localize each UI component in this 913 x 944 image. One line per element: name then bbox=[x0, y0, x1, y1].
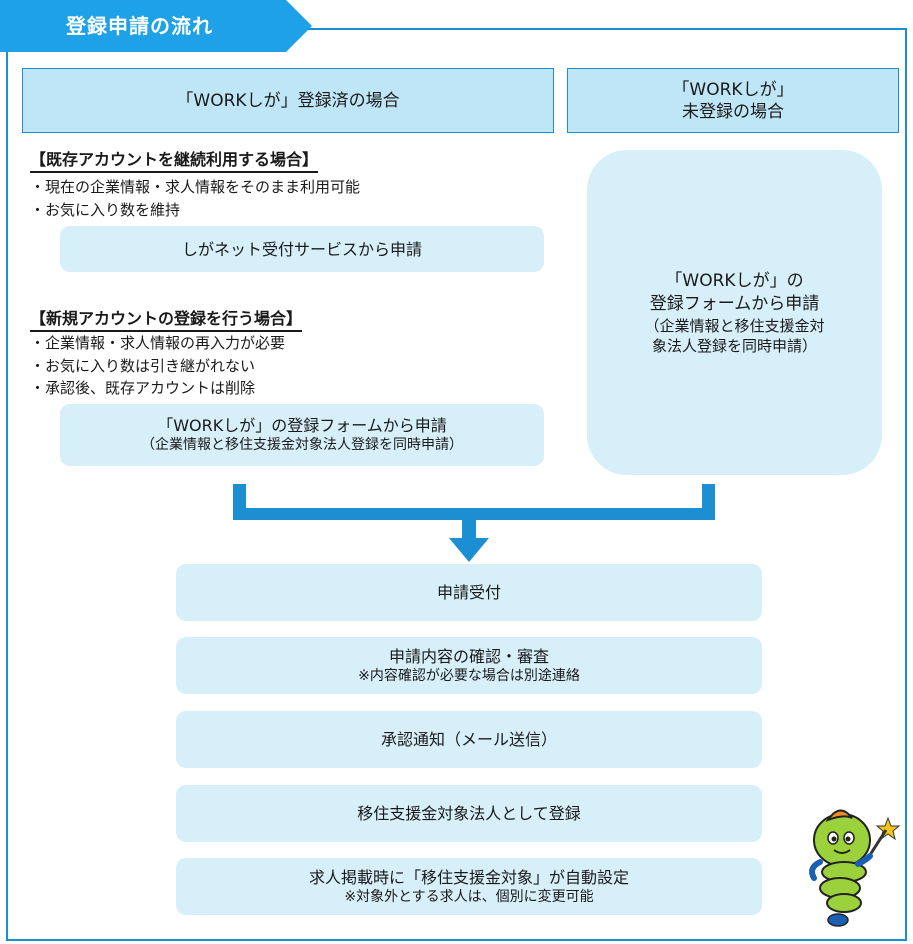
step-application-received: 申請受付 bbox=[176, 564, 762, 621]
unregistered-box-line3: （企業情報と移住支援金対 bbox=[644, 316, 825, 335]
new-account-bullet: ・承認後、既存アカウントは削除 bbox=[30, 379, 256, 397]
step-title: 求人掲載時に「移住支援金対象」が自動設定 bbox=[308, 867, 629, 887]
work-shiga-form-line2: （企業情報と移住支援金対象法人登録を同時申請） bbox=[141, 437, 463, 453]
down-arrow-icon bbox=[449, 538, 489, 562]
step-approval-notice: 承認通知（メール送信） bbox=[176, 711, 762, 768]
connector-down-stem bbox=[462, 508, 476, 540]
header-registered: 「WORKしが」登録済の場合 bbox=[22, 68, 554, 133]
diagram-frame bbox=[6, 28, 907, 941]
unregistered-box-line2: 登録フォームから申請 bbox=[649, 293, 820, 314]
new-account-title: 【新規アカウントの登録を行う場合】 bbox=[30, 309, 303, 332]
work-shiga-form-line1: 「WORKしが」の登録フォームから申請 bbox=[157, 416, 447, 435]
step-auto-setting: 求人掲載時に「移住支援金対象」が自動設定 ※対象外とする求人は、個別に変更可能 bbox=[176, 858, 762, 915]
existing-account-title: 【既存アカウントを継続利用する場合】 bbox=[30, 150, 319, 173]
step-title: 移住支援金対象法人として登録 bbox=[357, 804, 581, 823]
header-registered-label: 「WORKしが」登録済の場合 bbox=[176, 90, 400, 111]
unregistered-box-line4: 象法人登録を同時申請） bbox=[651, 336, 817, 355]
header-unregistered-line1: 「WORKしが」 bbox=[672, 79, 794, 100]
header-unregistered: 「WORKしが」 未登録の場合 bbox=[567, 68, 899, 133]
shiga-net-application-label: しがネット受付サービスから申請 bbox=[181, 239, 422, 259]
step-registration: 移住支援金対象法人として登録 bbox=[176, 785, 762, 842]
step-note: ※対象外とする求人は、個別に変更可能 bbox=[344, 888, 594, 905]
unregistered-application-box: 「WORKしが」の 登録フォームから申請 （企業情報と移住支援金対 象法人登録を… bbox=[587, 150, 882, 475]
work-shiga-form-box: 「WORKしが」の登録フォームから申請 （企業情報と移住支援金対象法人登録を同時… bbox=[60, 404, 544, 466]
banner-title: 登録申請の流れ bbox=[66, 14, 213, 38]
step-title: 申請受付 bbox=[436, 583, 501, 602]
new-account-bullet: ・お気に入り数は引き継がれない bbox=[30, 357, 256, 375]
header-unregistered-line2: 未登録の場合 bbox=[682, 101, 784, 122]
existing-account-bullet: ・お気に入り数を維持 bbox=[30, 201, 181, 219]
mascot-character-icon bbox=[809, 809, 901, 927]
step-note: ※内容確認が必要な場合は別途連絡 bbox=[358, 667, 580, 684]
step-title: 承認通知（メール送信） bbox=[380, 730, 557, 749]
section-banner: 登録申請の流れ bbox=[0, 0, 312, 52]
shiga-net-application-box: しがネット受付サービスから申請 bbox=[60, 226, 544, 272]
existing-account-bullet: ・現在の企業情報・求人情報をそのまま利用可能 bbox=[30, 178, 361, 196]
step-review: 申請内容の確認・審査 ※内容確認が必要な場合は別途連絡 bbox=[176, 637, 762, 694]
unregistered-box-line1: 「WORKしが」の bbox=[665, 270, 804, 291]
new-account-bullet: ・企業情報・求人情報の再入力が必要 bbox=[30, 334, 286, 352]
banner-arrow-shape bbox=[0, 0, 312, 52]
step-title: 申請内容の確認・審査 bbox=[388, 646, 549, 666]
